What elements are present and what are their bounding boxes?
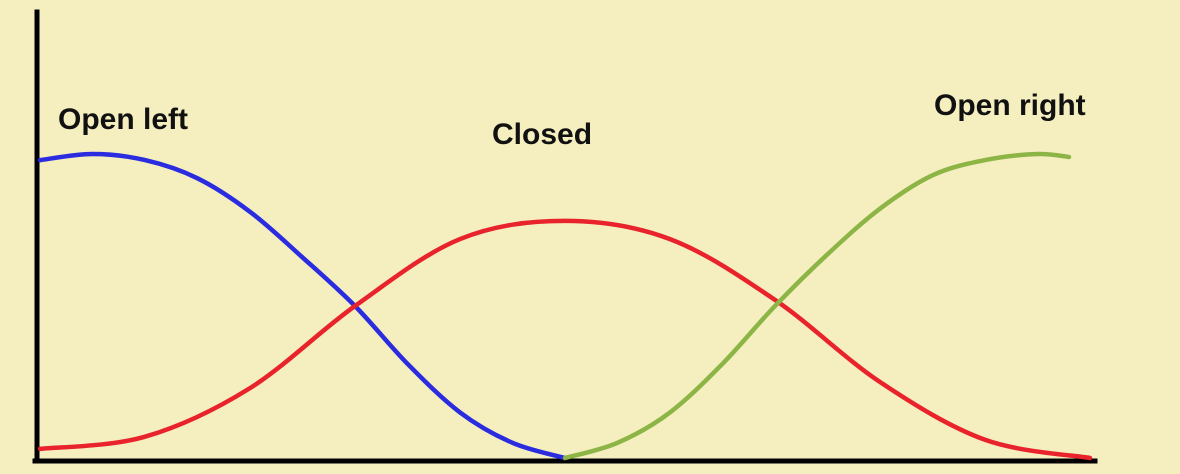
series-label-closed: Closed	[492, 118, 592, 151]
series-line-open-right	[562, 151, 1072, 461]
series-label-open-left: Open left	[58, 103, 188, 136]
series-layer	[37, 151, 1093, 461]
series-line-closed	[37, 218, 1093, 461]
series-line-open-left	[37, 151, 568, 461]
series-label-open-right: Open right	[934, 89, 1086, 122]
